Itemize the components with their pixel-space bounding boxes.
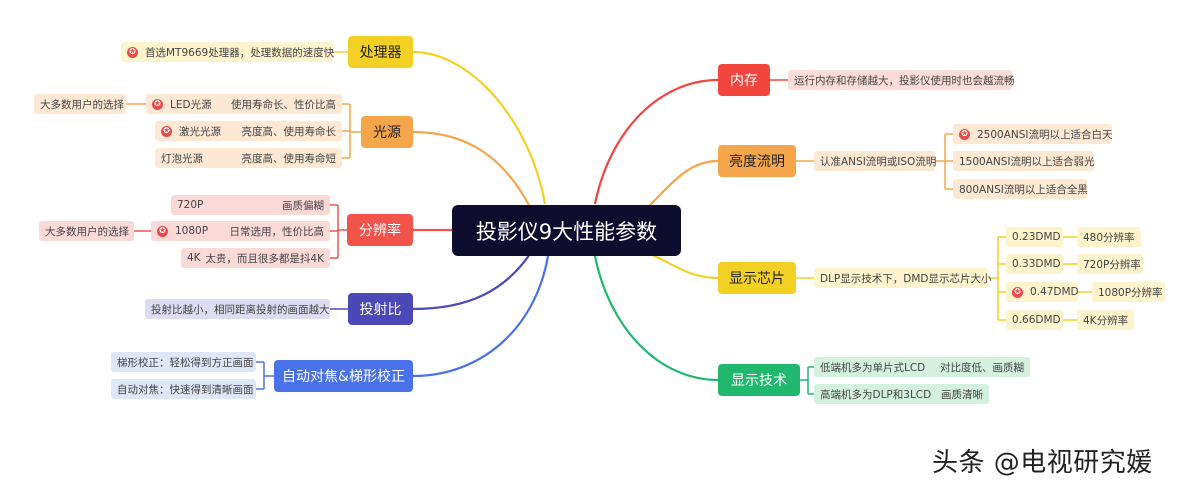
leaf-desc: 1080P分辨率 — [1098, 286, 1163, 299]
watermark: 头条 @电视研究媛 — [932, 448, 1153, 478]
leaf-chip-023[interactable]: 0.23DMD — [1006, 227, 1063, 247]
branch-chip[interactable]: 显示芯片 — [718, 262, 796, 294]
leaf-label: 0.47DMD — [1030, 286, 1079, 298]
branch-light[interactable]: 光源 — [361, 116, 413, 148]
link-tech — [593, 255, 719, 382]
leaf-text: 运行内存和存储越大，投影仪使用时也会越流畅 — [794, 74, 1015, 87]
leaf-label: 0.66DMD — [1012, 314, 1061, 326]
leaf-desc: 画质清晰 — [941, 388, 983, 401]
leaf-text: 自动对焦：快速得到清晰画面 — [117, 383, 254, 396]
leaf-desc: 亮度高、使用寿命短 — [241, 152, 337, 165]
leaf-label: 高端机多为DLP和3LCD — [820, 388, 932, 401]
side-note-resolution[interactable]: 大多数用户的选择 — [39, 221, 134, 241]
leaf-desc: 对比度低、画质糊 — [940, 361, 1024, 374]
leaf-text: DLP显示技术下，DMD显示芯片大小 — [820, 272, 992, 285]
leaf-text: 首选MT9669处理器，处理数据的速度快 — [145, 46, 335, 59]
leaf-label: 720P — [177, 199, 204, 211]
leaf-brightness-2500[interactable]: ✪ 2500ANSI流明以上适合白天 — [953, 124, 1113, 144]
leaf-text: 梯形校正：轻松得到方正画面 — [117, 356, 254, 369]
star-icon: ✪ — [157, 225, 168, 237]
central-topic[interactable]: 投影仪9大性能参数 — [452, 205, 681, 256]
leaf-label: 低端机多为单片式LCD — [820, 361, 926, 374]
leaf-throw[interactable]: 投射比越小，相同距离投射的画面越大 — [145, 299, 330, 319]
leaf-keystone[interactable]: 梯形校正：轻松得到方正画面 — [111, 352, 256, 372]
leaf-desc: 4K分辨率 — [1083, 314, 1129, 327]
leaf-processor[interactable]: ✪ 首选MT9669处理器，处理数据的速度快 — [121, 42, 335, 62]
leaf-desc: 太贵，而且很多都是抖4K — [205, 252, 324, 265]
star-icon: ✪ — [152, 98, 163, 110]
leaf-label: 0.33DMD — [1012, 258, 1061, 270]
leaf-desc: 使用寿命长、性价比高 — [231, 98, 336, 111]
leaf-text: 投射比越小，相同距离投射的画面越大 — [151, 303, 330, 316]
branch-processor[interactable]: 处理器 — [348, 36, 413, 68]
leaf-label: 灯泡光源 — [161, 152, 203, 165]
leaf-desc: 画质偏糊 — [282, 199, 324, 212]
leaf-chip-066[interactable]: 0.66DMD — [1006, 310, 1063, 330]
leaf-res-720[interactable]: 720P 画质偏糊 — [171, 195, 330, 215]
side-note-light[interactable]: 大多数用户的选择 — [34, 94, 126, 114]
branch-resolution[interactable]: 分辨率 — [347, 214, 413, 246]
link-focus — [412, 255, 550, 378]
brightness-standard[interactable]: 认准ANSI流明或ISO流明 — [814, 151, 937, 171]
leaf-light-bulb[interactable]: 灯泡光源 亮度高、使用寿命短 — [155, 148, 342, 168]
branch-tech[interactable]: 显示技术 — [718, 364, 800, 396]
leaf-label: 0.23DMD — [1012, 231, 1061, 243]
leaf-label: LED光源 — [170, 98, 212, 111]
link-processor — [412, 50, 547, 205]
branch-brightness[interactable]: 亮度流明 — [718, 145, 796, 177]
leaf-tech-dlp[interactable]: 高端机多为DLP和3LCD 画质清晰 — [814, 384, 989, 404]
chip-note[interactable]: DLP显示技术下，DMD显示芯片大小 — [814, 268, 992, 288]
branch-memory[interactable]: 内存 — [718, 64, 770, 96]
side-note-text: 大多数用户的选择 — [45, 225, 129, 238]
leaf-tech-lcd[interactable]: 低端机多为单片式LCD 对比度低、画质糊 — [814, 357, 1030, 377]
branch-focus[interactable]: 自动对焦&梯形校正 — [274, 360, 413, 392]
branch-throw[interactable]: 投射比 — [348, 293, 413, 325]
leaf-chip-066-res[interactable]: 4K分辨率 — [1077, 310, 1134, 330]
leaf-chip-047[interactable]: ✪ 0.47DMD — [1006, 282, 1079, 302]
link-memory — [593, 78, 719, 205]
leaf-light-laser[interactable]: ✪ 激光光源 亮度高、使用寿命长 — [155, 121, 342, 141]
leaf-chip-033-res[interactable]: 720P分辨率 — [1077, 254, 1143, 274]
leaf-autofocus[interactable]: 自动对焦：快速得到清晰画面 — [111, 379, 256, 399]
leaf-label: 4K — [187, 252, 201, 264]
link-chip — [649, 252, 719, 280]
star-icon: ✪ — [1012, 286, 1023, 298]
leaf-text: 800ANSI流明以上适合全黑 — [959, 183, 1088, 196]
leaf-label: 1080P — [175, 225, 209, 237]
leaf-label: 激光光源 — [179, 125, 221, 138]
link-light — [412, 130, 531, 208]
leaf-chip-033[interactable]: 0.33DMD — [1006, 254, 1063, 274]
leaf-desc: 亮度高、使用寿命长 — [241, 125, 337, 138]
side-note-text: 大多数用户的选择 — [40, 98, 124, 111]
leaf-brightness-1500[interactable]: 1500ANSI流明以上适合弱光 — [953, 151, 1095, 171]
link-brightness — [647, 159, 719, 208]
leaf-text: 认准ANSI流明或ISO流明 — [820, 155, 937, 168]
leaf-text: 1500ANSI流明以上适合弱光 — [959, 155, 1095, 168]
leaf-text: 2500ANSI流明以上适合白天 — [977, 128, 1113, 141]
leaf-desc: 日常选用，性价比高 — [229, 225, 325, 238]
link-throw — [412, 253, 531, 311]
star-icon: ✪ — [127, 46, 138, 58]
leaf-res-1080[interactable]: ✪ 1080P 日常选用，性价比高 — [151, 221, 330, 241]
star-icon: ✪ — [959, 128, 970, 140]
star-icon: ✪ — [161, 125, 172, 137]
leaf-desc: 720P分辨率 — [1083, 258, 1141, 271]
leaf-chip-023-res[interactable]: 480分辨率 — [1077, 227, 1141, 247]
leaf-memory[interactable]: 运行内存和存储越大，投影仪使用时也会越流畅 — [788, 70, 1015, 90]
leaf-desc: 480分辨率 — [1083, 231, 1135, 244]
leaf-chip-047-res[interactable]: 1080P分辨率 — [1092, 282, 1165, 302]
leaf-brightness-800[interactable]: 800ANSI流明以上适合全黑 — [953, 179, 1088, 199]
leaf-light-led[interactable]: ✪ LED光源 使用寿命长、性价比高 — [146, 94, 342, 114]
leaf-res-4k[interactable]: 4K 太贵，而且很多都是抖4K — [181, 248, 330, 268]
